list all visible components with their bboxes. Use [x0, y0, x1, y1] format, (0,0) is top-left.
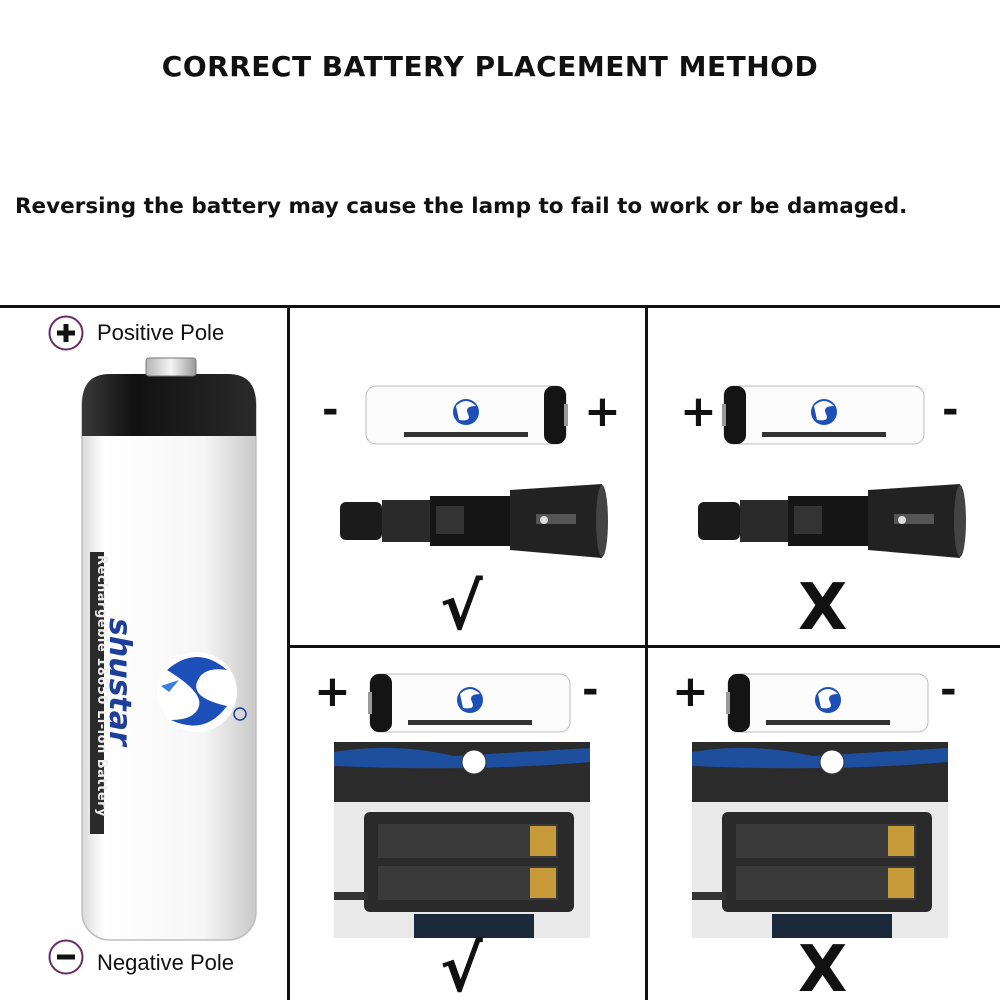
- battery-graphic: [365, 385, 568, 445]
- placement-panel: + - X: [648, 308, 1000, 645]
- pole-sign-left: +: [672, 666, 709, 717]
- grid-top-line: [0, 305, 1000, 308]
- warning-text: Reversing the battery may cause the lamp…: [15, 194, 908, 219]
- grid-middle-line: [287, 645, 1000, 648]
- battery-graphic: [368, 673, 571, 733]
- pole-sign-right: -: [942, 387, 959, 433]
- battery-graphic: [726, 673, 929, 733]
- cross-icon: X: [798, 571, 848, 645]
- placement-panel: + - √: [290, 648, 645, 1003]
- pole-sign-right: -: [940, 667, 957, 713]
- positive-pole-label: Positive Pole: [97, 320, 225, 345]
- plus-circle-icon: [48, 315, 84, 351]
- negative-pole-label: Negative Pole: [97, 950, 234, 975]
- flashlight-image: [698, 484, 966, 558]
- shustar-logo-icon: [157, 652, 247, 732]
- battery-graphic: [722, 385, 925, 445]
- pole-sign-right: +: [584, 386, 621, 437]
- pole-sign-left: -: [322, 387, 339, 433]
- battery-brand: shustar: [102, 618, 137, 746]
- pole-sign-right: -: [582, 667, 599, 713]
- placement-panel: - + √: [290, 308, 645, 645]
- grid-divider-1: [287, 305, 290, 1000]
- flashlight-image: [340, 484, 608, 558]
- check-icon: √: [440, 933, 483, 1007]
- minus-circle-icon: [48, 939, 84, 975]
- headlamp-image: [692, 742, 948, 938]
- grid-divider-2: [645, 305, 648, 1000]
- placement-panel: + - X: [648, 648, 1000, 1003]
- large-battery: [81, 357, 257, 941]
- pole-sign-left: +: [680, 386, 717, 437]
- page-title: CORRECT BATTERY PLACEMENT METHOD: [161, 50, 819, 83]
- cross-icon: X: [798, 933, 848, 1007]
- pole-sign-left: +: [314, 666, 351, 717]
- headlamp-image: [334, 742, 590, 938]
- check-icon: √: [440, 571, 483, 645]
